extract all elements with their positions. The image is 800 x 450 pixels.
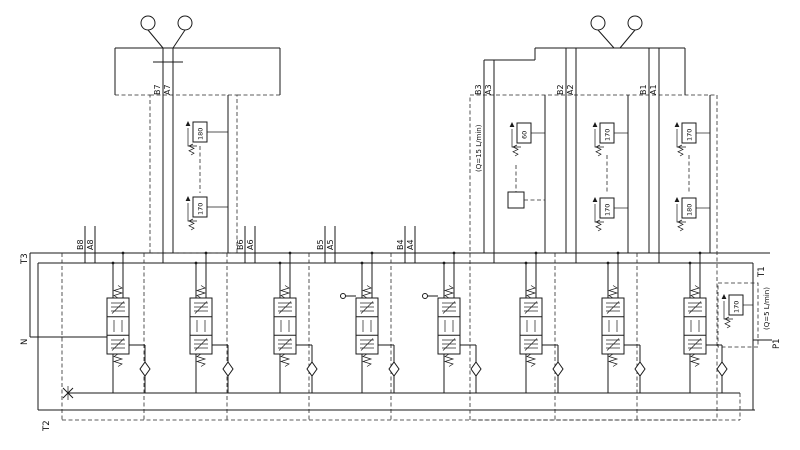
valve-section-4 <box>356 252 399 393</box>
port-label-a1: A1 <box>649 84 658 95</box>
pilot-plug-icon <box>422 293 428 299</box>
gauge-circle <box>177 15 193 31</box>
port-label-a3: A3 <box>484 84 493 95</box>
valve-section-1 <box>107 252 150 393</box>
inlet-relief: 170 (Q=5 L/min) <box>721 287 771 330</box>
relief-setting-left-bottom: 170 <box>197 203 205 215</box>
tank-label-t3: T3 <box>20 253 30 265</box>
valve-section-6 <box>520 252 563 393</box>
bus-lines <box>29 252 772 411</box>
pilot-block <box>507 191 525 209</box>
flow-annotation-inlet: (Q=5 L/min) <box>763 287 771 330</box>
port-label-b1: B1 <box>639 84 648 95</box>
relief-setting-right-4: 170 <box>604 204 612 216</box>
port-label-b7: B7 <box>153 84 162 95</box>
plugged-port-icon <box>62 386 74 400</box>
valve-section-5 <box>438 252 481 393</box>
edge-labels: T3 N T2 T1 P1 <box>20 253 782 432</box>
relief-setting-right-2: 170 <box>604 129 612 141</box>
gauge-circle <box>590 15 606 31</box>
neutral-label-n: N <box>20 339 30 345</box>
port-label-a4: A4 <box>406 239 415 250</box>
pump-label-p1: P1 <box>772 338 782 349</box>
relief-group-left: 180 170 <box>185 95 229 253</box>
relief-group-right: 60 170 170 170 180 (Q=15 L/min) <box>475 95 711 253</box>
valve-section-8 <box>684 252 727 393</box>
port-label-a2: A2 <box>566 84 575 95</box>
port-label-a5: A5 <box>326 239 335 250</box>
flow-annotation-main: (Q=15 L/min) <box>475 124 483 172</box>
port-label-b8: B8 <box>76 239 85 250</box>
port-label-b2: B2 <box>556 84 565 95</box>
gauge-circle <box>140 15 156 31</box>
port-labels: B7 A7 B3 A3 B2 A2 B1 A1 B8 A8 B6 A6 B5 A… <box>76 84 658 250</box>
port-label-b6: B6 <box>236 239 245 250</box>
valve-section-2 <box>190 252 233 393</box>
tank-label-t1: T1 <box>757 266 767 278</box>
port-label-a8: A8 <box>86 239 95 250</box>
valve-bank <box>107 252 727 393</box>
gauge-circle <box>627 15 643 31</box>
pilot-plug-icon <box>340 293 346 299</box>
relief-setting-right-3: 170 <box>686 129 694 141</box>
port-label-a7: A7 <box>163 84 172 95</box>
port-label-b4: B4 <box>396 239 405 250</box>
relief-setting-right-5: 180 <box>686 204 694 216</box>
relief-setting-left-top: 180 <box>197 128 205 140</box>
relief-setting-inlet: 170 <box>733 301 741 313</box>
gauge-assembly-right <box>483 15 686 263</box>
valve-section-3 <box>274 252 317 393</box>
manifold-boundaries <box>61 94 759 421</box>
port-label-b5: B5 <box>316 239 325 250</box>
port-label-a6: A6 <box>246 239 255 250</box>
valve-section-7 <box>602 252 645 393</box>
relief-setting-right-1: 60 <box>521 131 529 139</box>
gauge-assembly-left <box>114 15 281 263</box>
port-label-b3: B3 <box>474 84 483 95</box>
tank-label-t2: T2 <box>42 420 52 432</box>
